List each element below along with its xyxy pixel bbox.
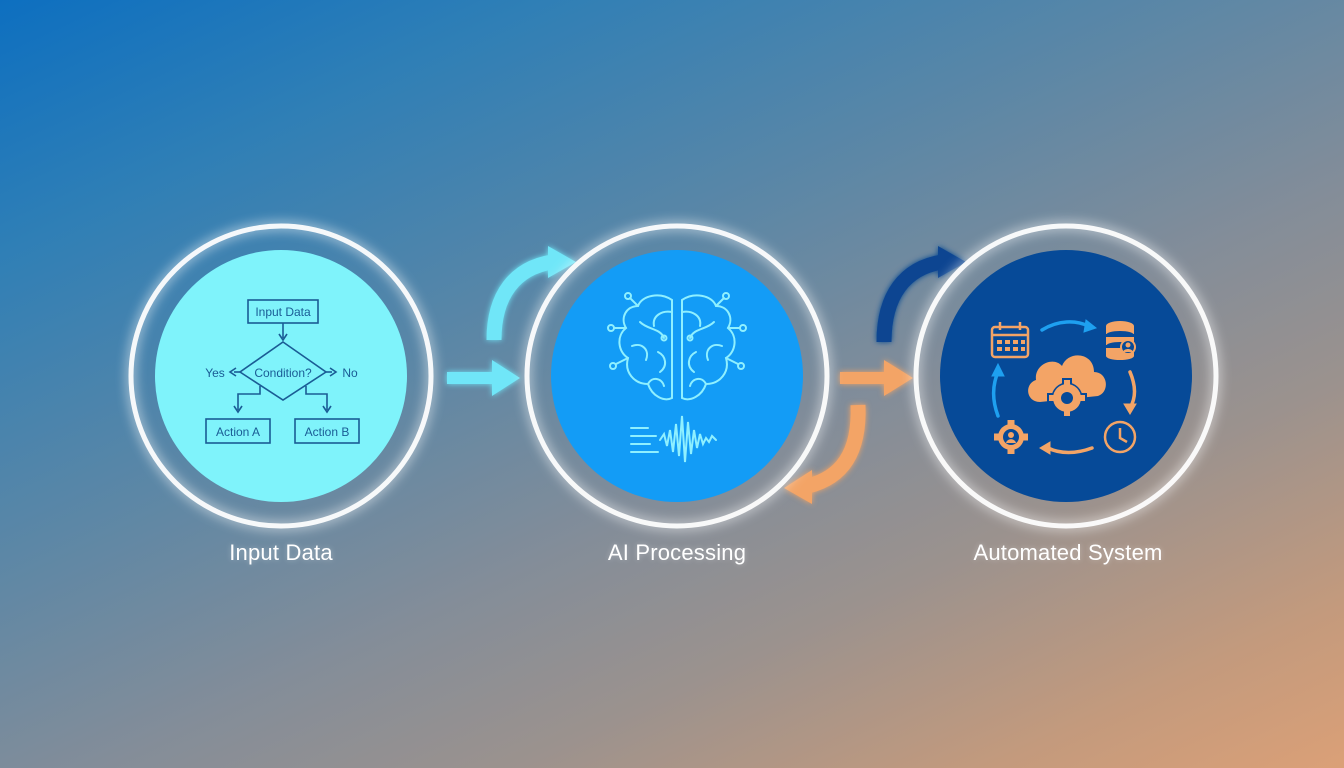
connector-arrows bbox=[447, 246, 966, 504]
arrow-curved-navy-icon bbox=[876, 246, 966, 343]
stage-label-input-data: Input Data bbox=[229, 540, 333, 565]
calendar-icon bbox=[990, 322, 1030, 359]
stage-label-ai-processing: AI Processing bbox=[607, 540, 747, 565]
flowchart-action-b-label: Action B bbox=[305, 425, 350, 439]
flowchart-action-b-box bbox=[294, 418, 360, 444]
flowchart-decision-label: Condition? bbox=[254, 366, 312, 380]
cloud-gear-icon bbox=[1028, 355, 1106, 418]
flowchart-decision-diamond bbox=[238, 341, 328, 401]
stage-ring bbox=[524, 223, 830, 529]
stage-ring bbox=[913, 223, 1219, 529]
stage-ring bbox=[128, 223, 434, 529]
arrow-right-orange-icon bbox=[840, 360, 913, 396]
cycle-arrows-icon bbox=[991, 319, 1137, 455]
flowchart-icon bbox=[205, 299, 360, 444]
brain-icon bbox=[607, 292, 747, 401]
flowchart-yes-label: Yes bbox=[205, 366, 225, 380]
database-icon bbox=[1106, 321, 1136, 360]
flowchart-no-label: No bbox=[342, 366, 358, 380]
team-gear-icon bbox=[994, 420, 1028, 454]
flowchart-action-a-box bbox=[205, 418, 271, 444]
stage-ai-processing bbox=[524, 223, 830, 529]
stage-disc bbox=[155, 250, 407, 502]
waveform-icon bbox=[630, 415, 717, 463]
stage-label-automated-system: Automated System bbox=[973, 540, 1163, 565]
stage-automated-system bbox=[913, 223, 1219, 529]
flowchart-action-a-label: Action A bbox=[216, 425, 260, 439]
arrow-return-orange-icon bbox=[784, 404, 866, 504]
stage-input-data: Input Data Condition? Yes No Action A Ac… bbox=[128, 223, 434, 529]
flowchart-start-label: Input Data bbox=[255, 305, 311, 319]
stage-disc bbox=[551, 250, 803, 502]
arrow-curved-cyan-icon bbox=[486, 246, 576, 341]
arrow-right-cyan-icon bbox=[447, 360, 520, 396]
clock-icon bbox=[1103, 420, 1137, 454]
